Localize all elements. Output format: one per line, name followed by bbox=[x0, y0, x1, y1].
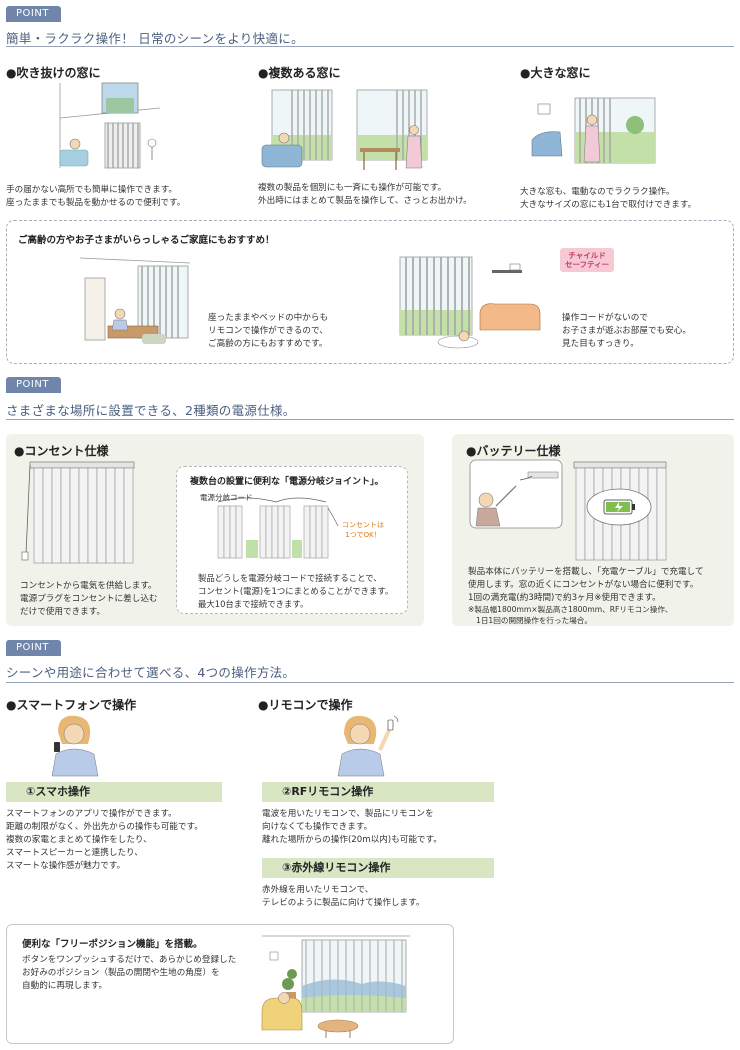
ir-remote-desc: 赤外線を用いたリモコンで、 テレビのように製品に向けて操作します。 bbox=[262, 885, 425, 908]
outlet-desc: コンセントから電気を供給します。 電源プラグをコンセントに差し込む だけで使用で… bbox=[20, 581, 158, 617]
point-tag-2: POINT bbox=[6, 377, 61, 393]
smartphone-desc: スマートフォンのアプリで操作ができます。 距離の制限がなく、外出先からの操作も可… bbox=[6, 809, 203, 871]
scene-desc-atrium: 手の届かない高所でも簡単に操作できます。 座ったままでも製品を動かせるので便利で… bbox=[6, 185, 186, 208]
battery-notes: ※製品幅1800mm×製品高さ1800mm、RFリモコン操作、 1日1回の開閉操… bbox=[468, 605, 673, 625]
scene-title-atrium: ●吹き抜けの窓に bbox=[6, 66, 101, 80]
smartphone-title: ●スマートフォンで操作 bbox=[6, 698, 137, 712]
section-heading-3: シーンや用途に合わせて選べる、4つの操作方法。 bbox=[6, 665, 296, 680]
cord-label: 電源分岐コード bbox=[200, 493, 253, 502]
battery-blind-illustration bbox=[573, 461, 667, 561]
multiple-windows-illustration bbox=[261, 89, 428, 170]
battery-charging-illustration bbox=[469, 459, 563, 529]
battery-title: ●バッテリー仕様 bbox=[466, 444, 561, 458]
ir-remote-bar: ③赤外線リモコン操作 bbox=[262, 858, 494, 878]
recommend-box bbox=[6, 220, 734, 364]
joint-desc: 製品どうしを電源分岐コードで接続することで、 コンセント(電源)を1つにまとめる… bbox=[198, 573, 394, 609]
outlet-note: コンセントは 1つでOK！ bbox=[342, 521, 384, 539]
free-position-illustration bbox=[261, 935, 410, 1038]
child-room-illustration bbox=[399, 256, 541, 349]
smartphone-person-illustration bbox=[51, 715, 99, 777]
outlet-blind-illustration bbox=[21, 461, 135, 564]
scene-desc-large: 大きな窓も、電動なのでラクラク操作。 大きなサイズの窓にも1台で取付けできます。 bbox=[520, 187, 697, 210]
divider bbox=[6, 682, 734, 683]
scene-desc-multiple: 複数の製品を個別にも一斉にも操作が可能です。 外出時にはまとめて製品を操作して、… bbox=[258, 183, 472, 206]
section-heading-1: 簡単・ラクラク操作！ 日常のシーンをより快適に。 bbox=[6, 31, 304, 46]
outlet-title: ●コンセント仕様 bbox=[14, 444, 109, 458]
section-heading-2: さまざまな場所に設置できる、2種類の電源仕様。 bbox=[6, 403, 296, 418]
joint-blinds-illustration bbox=[217, 497, 339, 559]
remote-person-illustration bbox=[337, 715, 399, 777]
rf-remote-bar: ②RFリモコン操作 bbox=[262, 782, 494, 802]
elderly-remote-illustration bbox=[79, 257, 191, 344]
smartphone-bar: ①スマホ操作 bbox=[6, 782, 222, 802]
joint-title: 複数台の設置に便利な「電源分岐ジョイント」。 bbox=[190, 477, 384, 487]
point-tag-1: POINT bbox=[6, 6, 61, 22]
free-position-title: 便利な「フリーポジション機能」を搭載。 bbox=[22, 939, 203, 950]
recommend-title: ご高齢の方やお子さまがいらっしゃるご家庭にもおすすめ！ bbox=[18, 235, 275, 246]
recommend-right-desc: 操作コードがないので お子さまが遊ぶお部屋でも安心。 見た目もすっきり。 bbox=[562, 313, 691, 349]
divider bbox=[6, 46, 734, 47]
scene-title-multiple: ●複数ある窓に bbox=[258, 66, 341, 80]
point-tag-3: POINT bbox=[6, 640, 61, 656]
scene-title-large: ●大きな窓に bbox=[520, 66, 591, 80]
large-window-illustration bbox=[531, 97, 656, 164]
battery-desc: 製品本体にバッテリーを搭載し、「充電ケーブル」で充電して 使用します。窓の近くに… bbox=[468, 567, 704, 603]
child-safety-badge: チャイルド セーフティー bbox=[560, 248, 615, 272]
rf-remote-desc: 電波を用いたリモコンで、製品にリモコンを 向けなくても操作できます。 離れた場所… bbox=[262, 809, 442, 845]
recommend-left-desc: 座ったままやベッドの中からも リモコンで操作ができるので、 ご高齢の方にもおすす… bbox=[208, 313, 329, 349]
remote-title: ●リモコンで操作 bbox=[258, 698, 353, 712]
divider bbox=[6, 419, 734, 420]
atrium-window-illustration bbox=[59, 82, 161, 169]
free-position-desc: ボタンをワンプッシュするだけで、あらかじめ登録した お好みのポジション（製品の開… bbox=[22, 955, 237, 991]
